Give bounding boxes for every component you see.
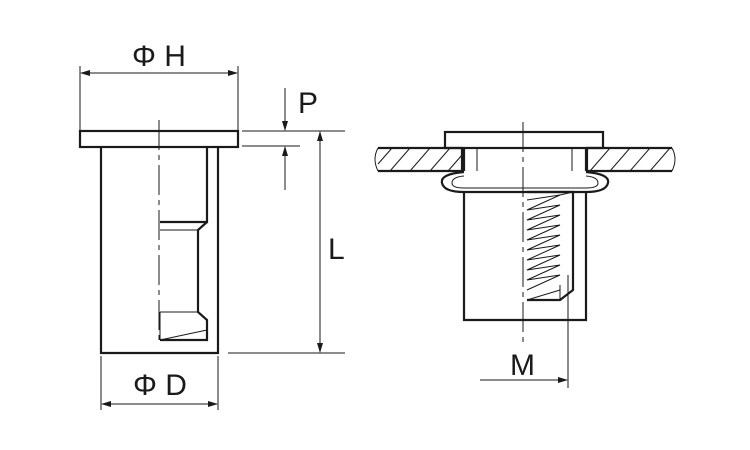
inner-bore (160, 147, 209, 342)
nut-body (99, 147, 220, 355)
thread-teeth (526, 194, 561, 291)
dim-h-label: Φ H (132, 40, 186, 73)
dim-m-label: M (510, 349, 535, 382)
installed-flange (443, 130, 605, 150)
plate-right (585, 146, 676, 173)
right-view: M (374, 122, 676, 388)
inner-thread-region (159, 229, 198, 340)
plate-left (374, 146, 464, 173)
installed-body (462, 192, 588, 322)
dim-p-label: P (298, 87, 318, 120)
dim-d-label: Φ D (133, 369, 187, 402)
chamfer-line (159, 329, 208, 341)
left-view: Φ H P L Φ D (78, 40, 345, 410)
crimp-bulge (440, 170, 610, 194)
dim-l-label: L (328, 233, 345, 266)
